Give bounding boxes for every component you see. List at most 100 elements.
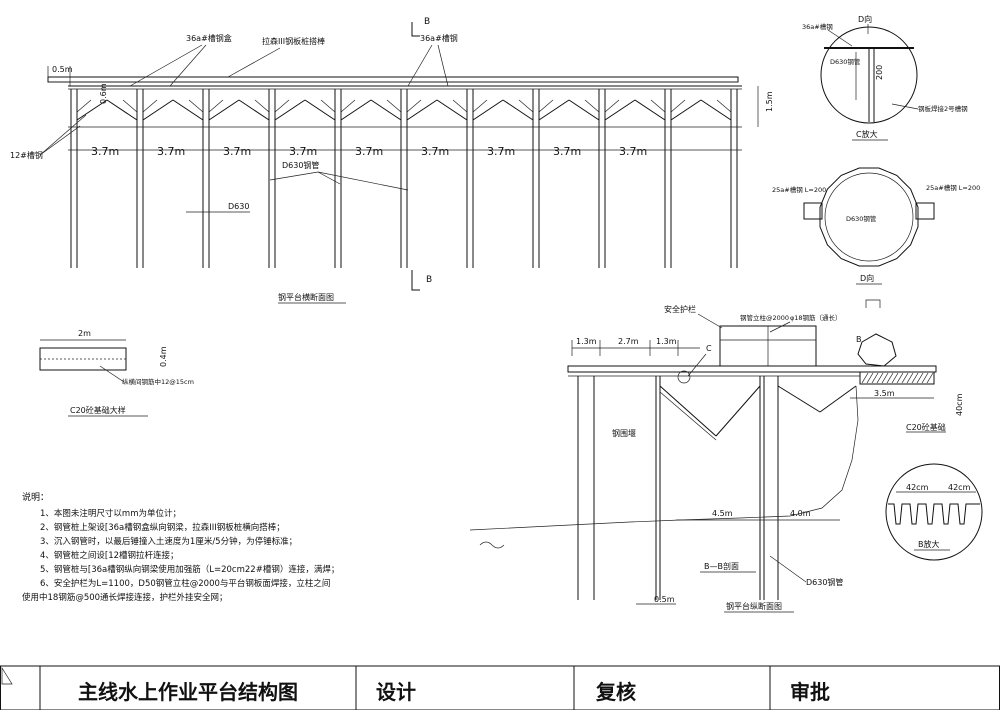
knee-brace	[670, 99, 686, 113]
long-dim-27: 2.7m	[618, 337, 639, 346]
span-label: 3.7m	[421, 145, 449, 158]
long-label-c: C	[706, 344, 712, 353]
note-7: 使用中18钢筋@500通长焊接连接，护栏外挂安全网；	[22, 592, 228, 603]
brace	[106, 99, 138, 121]
knee-brace	[518, 99, 534, 113]
label-36a-channel: 36a#槽钢	[420, 33, 458, 43]
dim-060: 0.6m	[99, 83, 108, 104]
detail-c-d-dir: D向	[858, 14, 872, 24]
footing-dim-04: 0.4m	[159, 346, 168, 367]
detail-c-d630: D630钢管	[830, 57, 861, 66]
brace	[340, 99, 372, 121]
knee-brace	[650, 99, 666, 113]
span-label: 3.7m	[289, 145, 317, 158]
brace	[538, 99, 570, 121]
long-dim-05: 0.5m	[654, 595, 675, 604]
knee-brace	[584, 99, 600, 113]
knee-brace	[716, 99, 732, 113]
section-mark-bottom: B	[426, 275, 432, 285]
knee-brace	[472, 99, 488, 113]
knee-brace	[142, 99, 158, 113]
detail-c-36a: 36a#槽钢	[802, 22, 833, 31]
knee-brace	[604, 99, 620, 113]
span-label: 3.7m	[355, 145, 383, 158]
span-label: 3.7m	[223, 145, 251, 158]
detail-d-ring	[819, 167, 919, 267]
long-pile-group	[577, 376, 779, 600]
knee-brace	[320, 99, 336, 113]
long-dim-13b: 1.3m	[656, 337, 677, 346]
span-label: 3.7m	[157, 145, 185, 158]
detail-d-title: D向	[860, 273, 874, 283]
label-36a-box: 36a#槽钢盒	[186, 33, 232, 43]
brace	[502, 99, 534, 121]
long-section-label: B—B剖面	[704, 561, 739, 571]
hatch-line	[911, 372, 919, 384]
detail-d-right: 25a#槽钢 L=200	[926, 183, 980, 192]
hatch-line	[916, 372, 924, 384]
hatch-line	[886, 372, 894, 384]
long-guardrail: 安全护栏	[664, 304, 696, 314]
brace	[406, 99, 438, 121]
note-4: 4、钢管桩之间设[12槽钢拉杆连接；	[40, 550, 179, 561]
pile-group	[70, 89, 738, 268]
span-label: 3.7m	[487, 145, 515, 158]
hatch-line	[866, 372, 874, 384]
knee-brace	[188, 99, 204, 113]
knee-brace	[406, 99, 422, 113]
hatch-line	[906, 372, 914, 384]
knee-brace	[254, 99, 270, 113]
knee-brace	[274, 99, 290, 113]
hatch-line	[861, 372, 869, 384]
footing-title: C20砼基础大样	[70, 405, 126, 415]
span-label: 3.7m	[91, 145, 119, 158]
footing-rebar: 纵横间钢筋中12@15cm	[122, 377, 194, 386]
detail-c-title: C放大	[856, 129, 878, 139]
brace	[274, 99, 306, 121]
long-label-pile: 钢围堰	[612, 428, 636, 438]
long-ground	[469, 385, 859, 531]
label-d630-pipe: D630钢管	[282, 160, 319, 170]
detail-b-dim-a: 42cm	[906, 483, 929, 492]
note-5: 5、钢管桩与[36a槽钢纵向钢梁使用加强筋（L=20cm22#槽钢）连接，满焊；	[40, 564, 339, 575]
long-c20-base	[859, 371, 935, 385]
long-dim-35: 3.5m	[874, 389, 895, 398]
span-label: 3.7m	[553, 145, 581, 158]
design-label: 设计	[376, 680, 416, 704]
brace	[604, 99, 636, 121]
brace	[634, 99, 666, 121]
brace	[700, 99, 732, 121]
long-deck	[567, 365, 937, 373]
note-6: 6、安全护栏为L=1100，D50钢管立柱@2000与平台钢板面焊接，立柱之间	[40, 578, 330, 589]
span-label: 3.7m	[619, 145, 647, 158]
note-3: 3、沉入钢管时，以最后锤撞入土速度为1厘米/5分钟，为停锤标准；	[40, 536, 297, 547]
detail-d-center: D630钢管	[846, 214, 877, 223]
knee-brace	[538, 99, 554, 113]
detail-c-dim-200: 200	[875, 65, 884, 80]
note-1: 1、本图未注明尺寸以mm为单位计；	[40, 508, 181, 519]
footing-dim-2m: 2m	[78, 329, 91, 338]
note-2: 2、钢管桩上架设[36a槽钢盒纵向钢梁，拉森III钢板桩横向搭棒；	[40, 522, 285, 533]
knee-brace	[76, 99, 92, 113]
detail-b: 42cm 42cm B放大	[885, 463, 983, 561]
footing-detail: 2m 0.4m 纵横间钢筋中12@15cm C20砼基础大样	[39, 329, 194, 417]
brace	[568, 99, 600, 121]
hatch-line	[891, 372, 899, 384]
knee-brace	[386, 99, 402, 113]
brace	[436, 99, 468, 121]
long-label-b: B	[856, 335, 862, 344]
title-block: 主线水上作业平台结构图 设计 复核 审批	[0, 665, 1000, 711]
hatch-line	[921, 372, 929, 384]
detail-b-sheet-pile	[888, 503, 980, 525]
brace	[208, 99, 240, 121]
label-larsen: 拉森III钢板桩搭棒	[262, 36, 325, 46]
detail-b-dim-b: 42cm	[948, 483, 971, 492]
brace	[304, 99, 336, 121]
deck-plate	[47, 76, 739, 83]
brace	[76, 99, 108, 121]
hatch-line	[871, 372, 879, 384]
long-dim-13a: 1.3m	[576, 337, 597, 346]
